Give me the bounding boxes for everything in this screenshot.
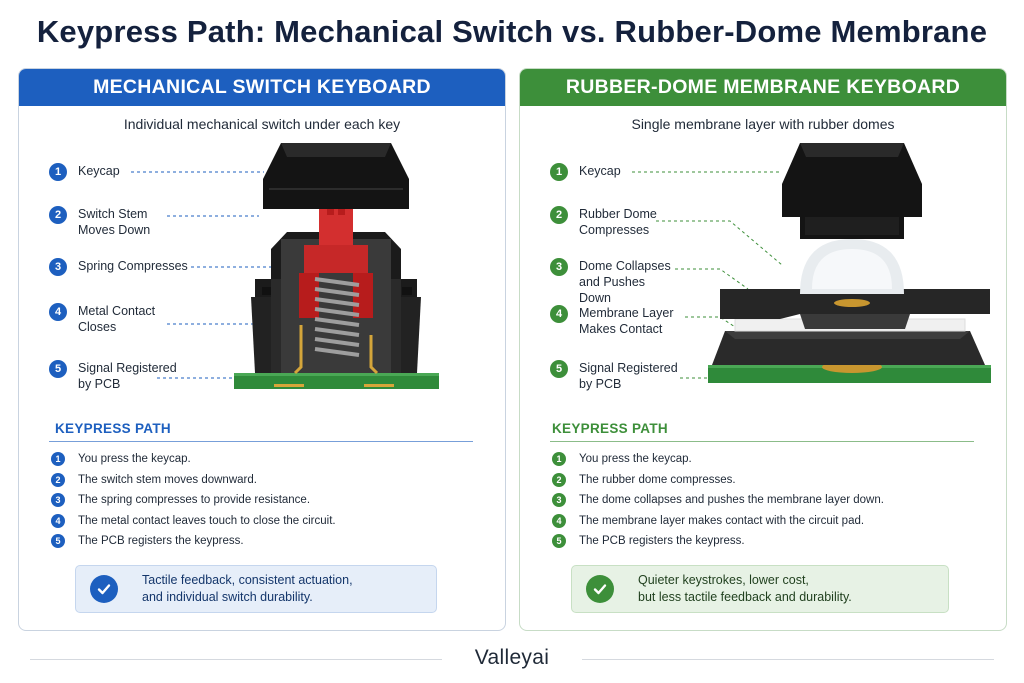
divider xyxy=(550,441,974,442)
callout-number: 2 xyxy=(550,206,568,224)
mechanical-steps: 1 You press the keycap. 2 The switch stem … xyxy=(51,449,336,552)
callout-pcb-signal: 5 Signal Registered by PCB xyxy=(49,360,178,392)
step-text: The metal contact leaves touch to close … xyxy=(78,514,336,527)
membrane-keyboard-diagram xyxy=(632,143,991,383)
callout-number: 1 xyxy=(49,163,67,181)
callout-pcb-signal: 5 Signal Registered by PCB xyxy=(550,360,679,392)
step-number: 1 xyxy=(51,452,65,467)
step-text: You press the keycap. xyxy=(78,453,191,466)
step-number: 3 xyxy=(51,493,65,508)
list-item: 5 The PCB registers the keypress. xyxy=(51,531,336,552)
list-item: 3 The dome collapses and pushes the membr… xyxy=(552,490,884,511)
membrane-steps: 1 You press the keycap. 2 The rubber dome … xyxy=(552,449,884,552)
callout-spring: 3 Spring Compresses xyxy=(49,258,198,276)
page-title: Keypress Path: Mechanical Switch vs. Rub… xyxy=(36,14,988,49)
mechanical-switch-diagram xyxy=(131,143,439,389)
callout-label: Keycap xyxy=(579,164,621,178)
callout-label: Metal Contact Closes xyxy=(78,304,156,334)
summary-line: Tactile feedback, consistent actuation, xyxy=(142,573,353,587)
step-number: 4 xyxy=(51,513,65,528)
step-text: The PCB registers the keypress. xyxy=(78,535,244,548)
step-number: 3 xyxy=(552,493,566,508)
check-icon xyxy=(90,575,118,603)
membrane-path-title: KEYPRESS PATH xyxy=(552,421,668,436)
callout-label: Membrane Layer Makes Contact xyxy=(579,306,674,336)
list-item: 2 The switch stem moves downward. xyxy=(51,470,336,491)
list-item: 4 The metal contact leaves touch to close… xyxy=(51,511,336,532)
step-number: 1 xyxy=(552,452,566,467)
check-icon xyxy=(586,575,614,603)
list-item: 3 The spring compresses to provide resist… xyxy=(51,490,336,511)
callout-label: Signal Registered by PCB xyxy=(579,361,678,391)
brand-logo-text: Valleyai xyxy=(474,646,550,669)
step-text: The PCB registers the keypress. xyxy=(579,535,745,548)
callout-rubber-dome: 2 Rubber Dome Compresses xyxy=(550,206,669,238)
step-text: The rubber dome compresses. xyxy=(579,473,736,486)
step-text: The membrane layer makes contact with th… xyxy=(579,514,865,527)
callout-number: 3 xyxy=(49,258,67,276)
callout-label: Spring Compresses xyxy=(78,259,188,273)
callout-keycap: 1 Keycap xyxy=(49,163,198,181)
callout-number: 1 xyxy=(550,163,568,181)
callout-membrane-layer: 4 Membrane Layer Makes Contact xyxy=(550,305,679,337)
mechanical-panel: MECHANICAL SWITCH KEYBOARD Individual me… xyxy=(18,68,506,631)
step-number: 2 xyxy=(552,472,566,487)
list-item: 2 The rubber dome compresses. xyxy=(552,470,884,491)
callout-label: Rubber Dome Compresses xyxy=(579,207,657,237)
callout-number: 4 xyxy=(550,305,568,323)
list-item: 4 The membrane layer makes contact with t… xyxy=(552,511,884,532)
callout-label: Switch Stem Moves Down xyxy=(78,207,151,237)
step-number: 2 xyxy=(51,472,65,487)
callout-keycap: 1 Keycap xyxy=(550,163,699,181)
callout-switch-stem: 2 Switch Stem Moves Down xyxy=(49,206,158,238)
callout-label: Signal Registered by PCB xyxy=(78,361,177,391)
callout-number: 4 xyxy=(49,303,67,321)
membrane-subtitle: Single membrane layer with rubber domes xyxy=(631,116,895,132)
callout-label: Keycap xyxy=(78,164,120,178)
list-item: 5 The PCB registers the keypress. xyxy=(552,531,884,552)
step-number: 5 xyxy=(552,534,566,549)
mechanical-subtitle: Individual mechanical switch under each … xyxy=(123,116,401,132)
membrane-panel: RUBBER-DOME MEMBRANE KEYBOARD Single mem… xyxy=(519,68,1007,631)
footer-divider xyxy=(30,659,442,660)
summary-line: but less tactile feedback and durability… xyxy=(638,590,852,604)
step-number: 4 xyxy=(552,513,566,528)
summary-line: Quieter keystrokes, lower cost, xyxy=(638,573,809,587)
step-text: The spring compresses to provide resista… xyxy=(78,494,311,507)
membrane-summary: Quieter keystrokes, lower cost, but less… xyxy=(571,565,949,613)
callout-number: 2 xyxy=(49,206,67,224)
membrane-panel-header: RUBBER-DOME MEMBRANE KEYBOARD xyxy=(520,69,1006,106)
mechanical-panel-header: MECHANICAL SWITCH KEYBOARD xyxy=(19,69,505,106)
step-text: You press the keycap. xyxy=(579,453,692,466)
step-number: 5 xyxy=(51,534,65,549)
mechanical-path-title: KEYPRESS PATH xyxy=(55,421,171,436)
summary-text: Tactile feedback, consistent actuation, … xyxy=(142,572,353,606)
summary-line: and individual switch durability. xyxy=(142,590,313,604)
step-text: The switch stem moves downward. xyxy=(78,473,257,486)
callout-number: 5 xyxy=(550,360,568,378)
callout-number: 5 xyxy=(49,360,67,378)
divider xyxy=(49,441,473,442)
footer-divider xyxy=(582,659,994,660)
summary-text: Quieter keystrokes, lower cost, but less… xyxy=(638,572,852,606)
callout-metal-contact: 4 Metal Contact Closes xyxy=(49,303,163,335)
callout-dome-collapse: 3 Dome Collapses and Pushes Down xyxy=(550,258,679,306)
step-text: The dome collapses and pushes the membra… xyxy=(579,494,884,507)
list-item: 1 You press the keycap. xyxy=(51,449,336,470)
callout-number: 3 xyxy=(550,258,568,276)
mechanical-summary: Tactile feedback, consistent actuation, … xyxy=(75,565,437,613)
callout-label: Dome Collapses and Pushes Down xyxy=(579,259,671,305)
list-item: 1 You press the keycap. xyxy=(552,449,884,470)
